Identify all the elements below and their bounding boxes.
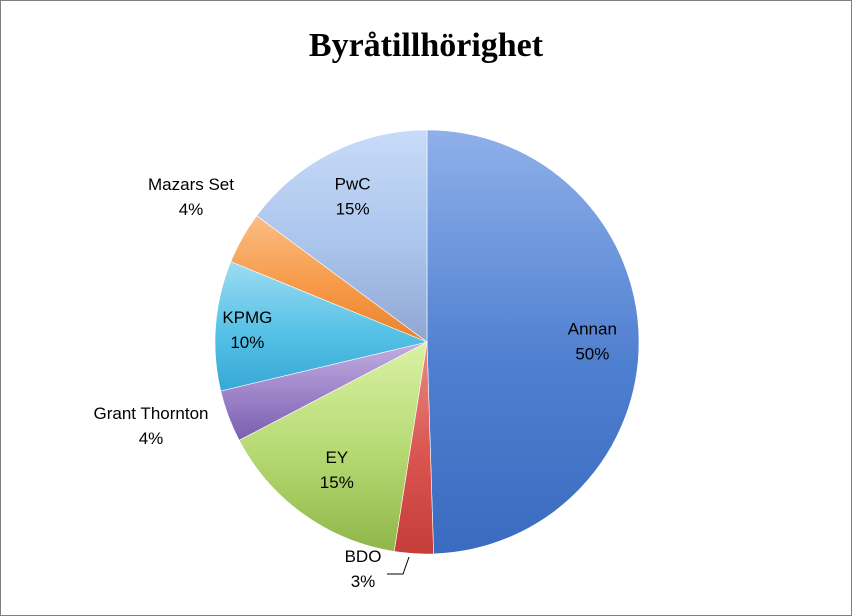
pie-slices [214,129,640,555]
pie-slice-pwc [256,129,428,343]
slice-label-kpmg: KPMG 10% [222,308,272,352]
slice-label-ey: EY 15% [320,448,354,492]
slice-percent: 4% [179,200,204,219]
slice-name: Mazars Set [148,175,234,194]
slice-percent: 4% [139,429,164,448]
pie-slice-annan [426,129,640,555]
slice-name: Grant Thornton [94,404,209,423]
slice-label-mazars-set: Mazars Set 4% [148,175,234,219]
slice-percent: 50% [575,344,609,363]
slice-label-grant-thornton: Grant Thornton 4% [94,404,209,448]
slice-labels: Annan 50% BDO 3% EY 15% Grant Thornton 4% KPMG 10… [94,174,617,591]
slice-name: EY [325,448,348,467]
slice-percent: 15% [320,473,354,492]
leader-line-bdo [387,556,410,575]
slice-label-pwc: PwC 15% [335,174,371,218]
slice-label-annan: Annan 50% [568,319,617,363]
slice-percent: 10% [230,333,264,352]
chart-title: Byråtillhörighet [308,27,544,64]
slice-name: PwC [335,174,371,193]
slice-percent: 3% [351,572,376,591]
slice-name: Annan [568,319,617,338]
pie-slice-kpmg [214,261,428,392]
slice-name: KPMG [222,308,272,327]
slice-percent: 15% [336,199,370,218]
slice-label-bdo: BDO 3% [345,547,382,591]
leader-lines [387,556,410,575]
pie-slice-ey [238,341,428,552]
slice-name: BDO [345,547,382,566]
